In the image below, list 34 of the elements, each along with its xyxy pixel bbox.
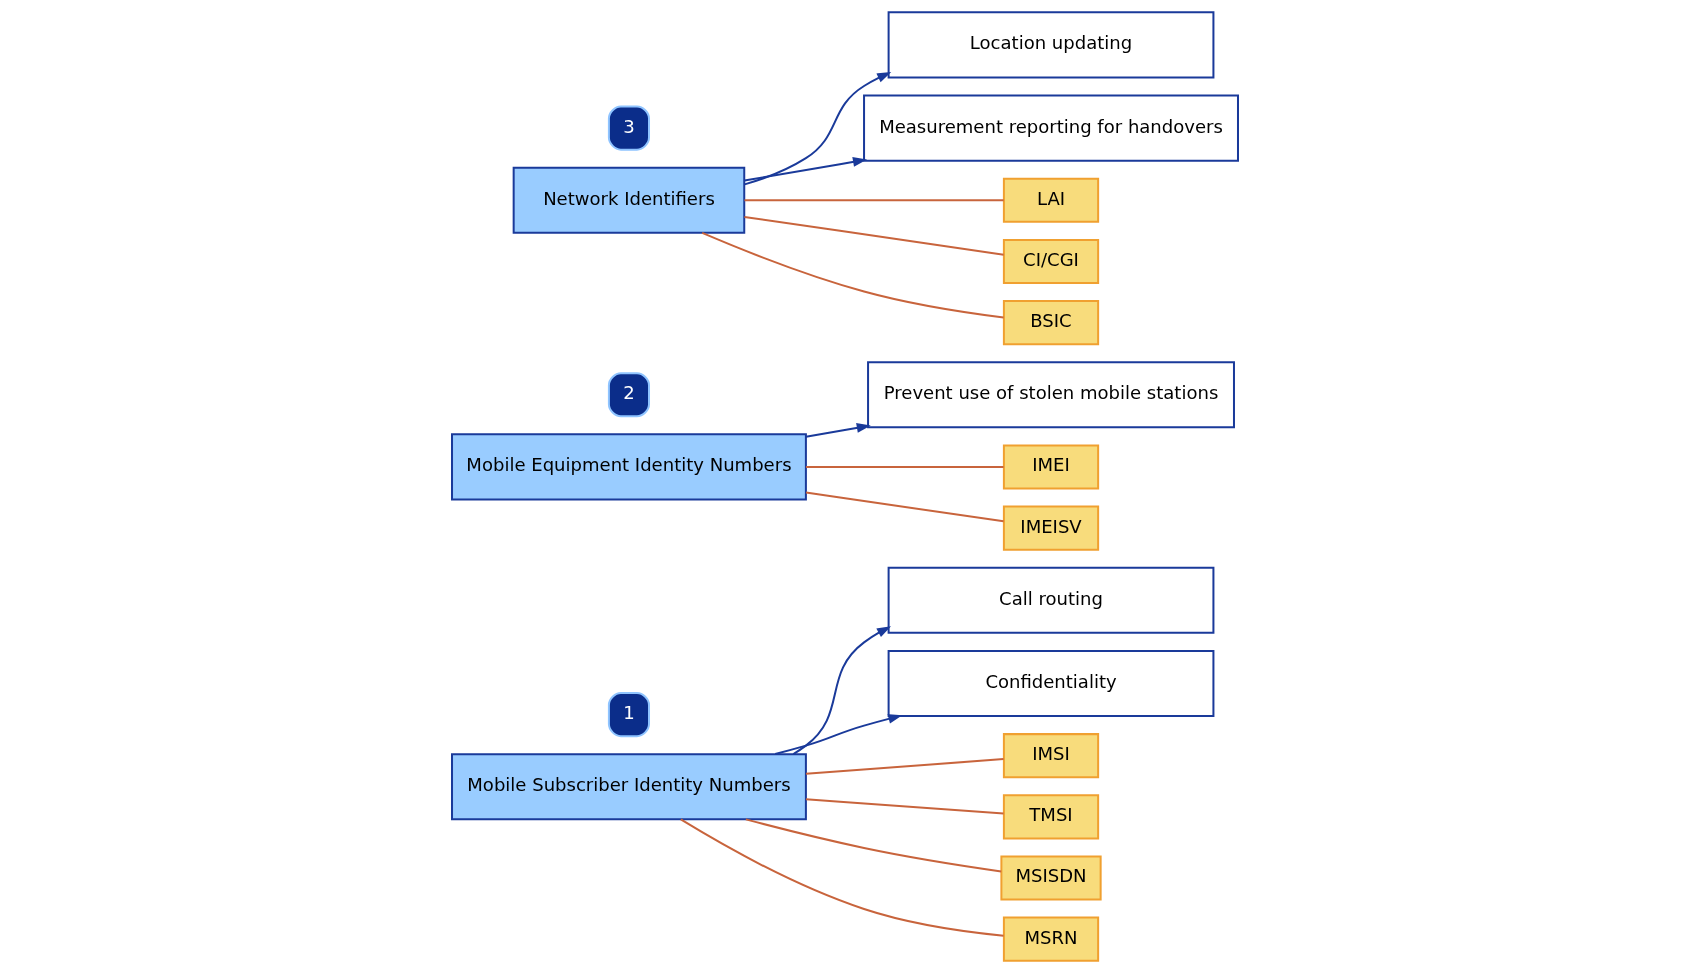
- node-box: Mobile Subscriber Identity Numbers: [451, 753, 807, 821]
- connector: [680, 818, 1004, 937]
- node-box: 2: [607, 372, 650, 418]
- connector: [805, 758, 1004, 775]
- node-box: Network Identifiers: [512, 166, 746, 234]
- node-box: IMEISV: [1002, 505, 1100, 551]
- connector: [701, 231, 1004, 319]
- arrow: [744, 71, 892, 186]
- node-box: BSIC: [1002, 300, 1100, 346]
- connector: [805, 798, 1004, 815]
- arrow: [792, 626, 892, 755]
- node-box: Mobile Equipment Identity Numbers: [451, 433, 807, 501]
- node-box: 3: [607, 105, 650, 151]
- connector: [805, 491, 1004, 523]
- node-box: MSISDN: [1000, 855, 1102, 901]
- node-box: MSRN: [1002, 916, 1100, 962]
- node-box: Measurement reporting for handovers: [863, 94, 1239, 162]
- node-box: Location updating: [887, 11, 1215, 79]
- node-box: CI/CGI: [1002, 238, 1100, 284]
- node-box: IMSI: [1002, 733, 1100, 779]
- connector: [744, 215, 1004, 256]
- node-box: Confidentiality: [887, 649, 1215, 718]
- node-box: LAI: [1002, 177, 1100, 223]
- node-box: TMSI: [1002, 794, 1100, 840]
- arrow: [744, 157, 868, 182]
- node-box: Prevent use of stolen mobile stations: [867, 361, 1235, 429]
- connector: [744, 199, 1004, 202]
- node-box: 1: [607, 692, 650, 738]
- connector: [745, 818, 1002, 873]
- arrow: [775, 714, 903, 756]
- connector: [805, 465, 1004, 468]
- node-box: Call routing: [887, 566, 1215, 634]
- node-box: IMEI: [1002, 444, 1100, 490]
- arrow: [805, 423, 871, 438]
